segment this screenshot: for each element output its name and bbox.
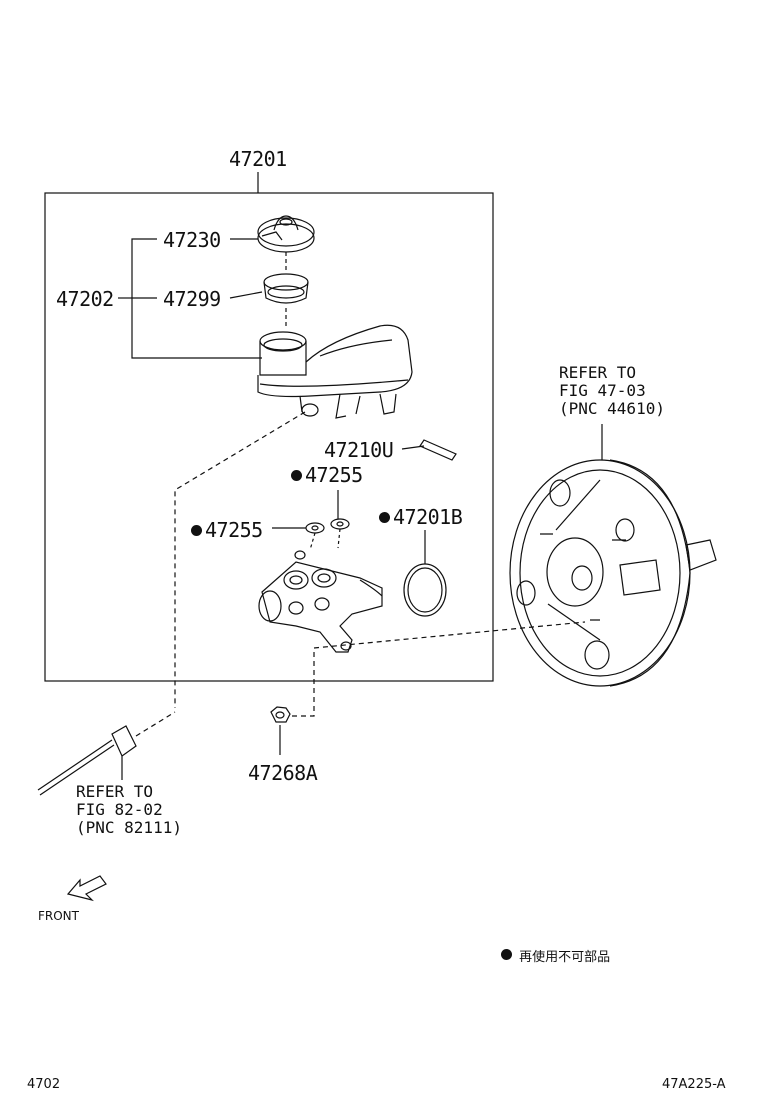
footer-page-code: 4702 (27, 1077, 61, 1092)
ref-booster: REFER TO FIG 47-03 (PNC 44610) (559, 363, 665, 418)
label-47202: 47202 (56, 287, 114, 311)
reservoir-strainer (263, 273, 309, 304)
bullet-icon (501, 949, 512, 960)
master-cylinder-body (258, 550, 383, 653)
label-47210U: 47210U (324, 438, 394, 462)
assembly-frame (44, 192, 494, 682)
footer-figure-code: 47A225-A (662, 1077, 726, 1092)
label-47201B: 47201B (379, 505, 463, 529)
bullet-icon (191, 525, 202, 536)
label-47230: 47230 (163, 228, 221, 252)
grommet-47255 (305, 518, 350, 534)
leader-47299-part (229, 291, 263, 299)
label-47299: 47299 (163, 287, 221, 311)
ref-brake-line: REFER TO FIG 82-02 (PNC 82111) (76, 782, 182, 837)
reservoir-cap (257, 215, 315, 253)
reservoir-tank (257, 324, 413, 419)
label-47255-top: 47255 (291, 463, 363, 487)
reservoir-pin (419, 439, 457, 461)
label-47255-left: 47255 (191, 518, 263, 542)
label-47201: 47201 (229, 147, 287, 171)
front-arrow-icon (66, 875, 107, 902)
flange-nut (270, 706, 291, 723)
bullet-icon (291, 470, 302, 481)
brake-line (37, 725, 137, 796)
bullet-icon (379, 512, 390, 523)
brake-booster (509, 459, 717, 687)
legend: 再使用不可部品 (501, 946, 610, 965)
front-label: FRONT (38, 909, 79, 923)
o-ring (403, 563, 447, 617)
label-47268A: 47268A (248, 761, 318, 785)
